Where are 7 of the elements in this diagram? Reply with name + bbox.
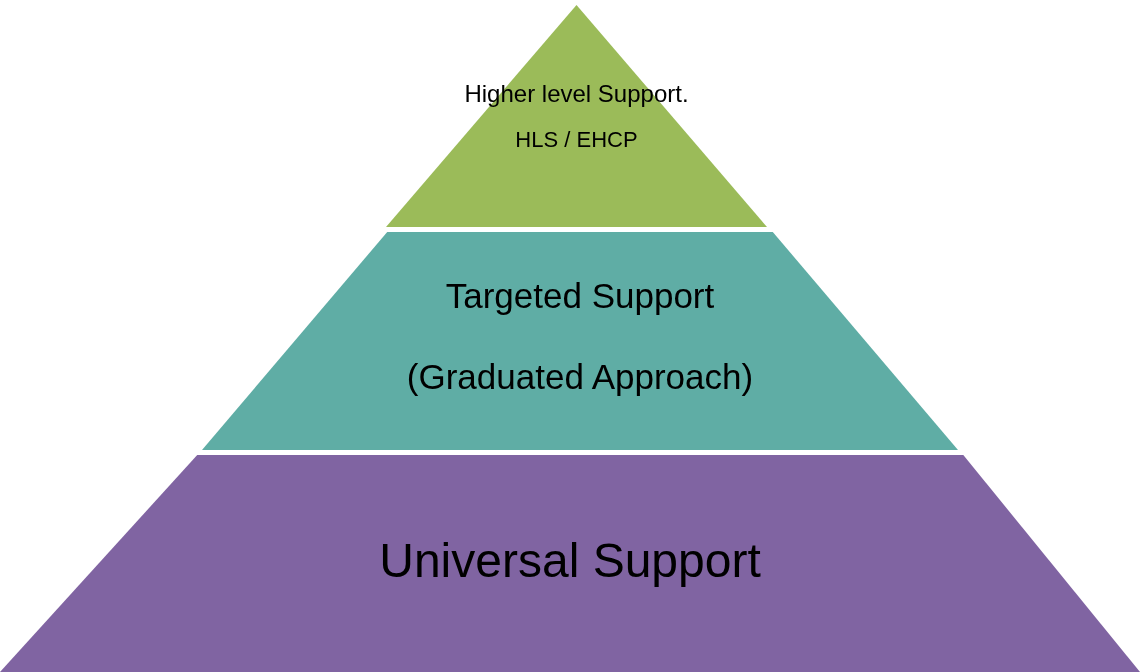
pyramid-base-band: [0, 455, 1140, 672]
tier-label: Universal Support: [379, 533, 761, 588]
tier-label: Targeted Support: [445, 276, 715, 316]
pyramid-top-triangle: [386, 5, 767, 227]
pyramid-middle-band: [202, 232, 958, 450]
tier-label: HLS / EHCP: [515, 127, 638, 153]
tier-label: (Graduated Approach): [406, 357, 754, 397]
